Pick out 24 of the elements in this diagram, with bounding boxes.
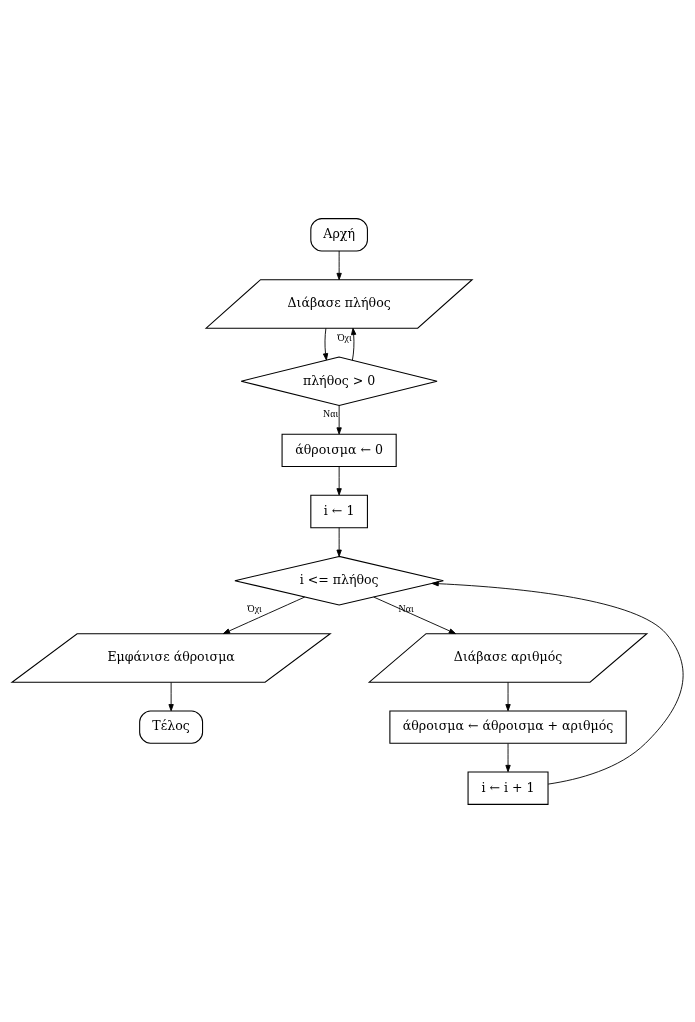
- arrow: [336, 250, 342, 280]
- node-box: i ← i + 1: [467, 771, 549, 805]
- edge-label: Όχι: [247, 602, 262, 614]
- node-diamond: πλήθος > 0: [240, 355, 438, 406]
- arrow: [336, 465, 342, 495]
- arrow: [505, 681, 511, 711]
- arrow: [431, 580, 684, 785]
- node-box: Αρχή: [310, 217, 368, 251]
- arrow: [373, 596, 456, 634]
- node-box: άθροισμα ← άθροισμα + αριθμός: [389, 709, 627, 744]
- node-box: i ← 1: [310, 494, 368, 528]
- node-diamond: i <= πλήθος: [234, 555, 444, 605]
- arrow: [336, 404, 342, 435]
- edge-label: Όχι: [337, 331, 352, 343]
- arrow: [168, 681, 174, 711]
- arrow: [505, 742, 511, 772]
- node-box: άθροισμα ← 0: [281, 433, 397, 467]
- arrow: [336, 526, 342, 557]
- arrow: [222, 596, 306, 634]
- node-box: Τέλος: [139, 709, 204, 744]
- arrow: [351, 327, 357, 361]
- edge-label: Ναι: [398, 602, 414, 614]
- arrow: [322, 327, 329, 360]
- edge-label: Ναι: [323, 407, 339, 419]
